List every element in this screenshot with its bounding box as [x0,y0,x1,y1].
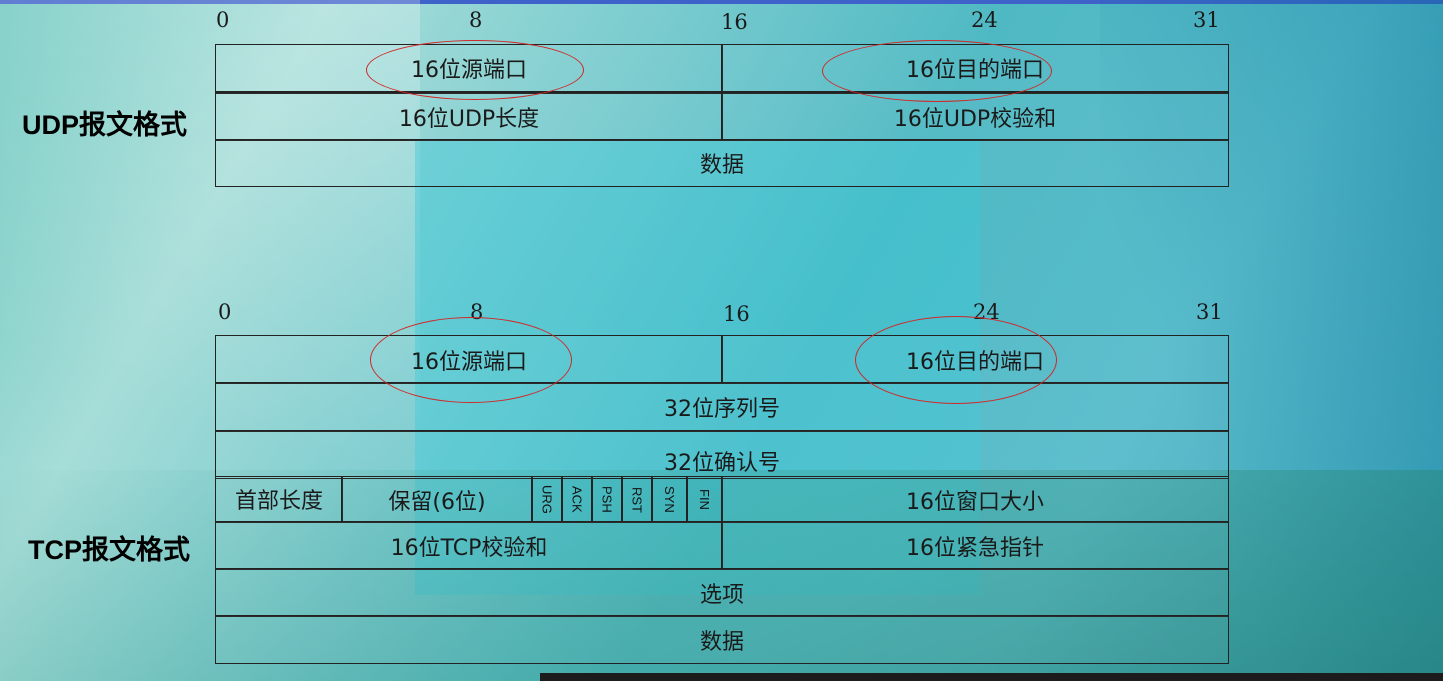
tcp-header-length-text: 首部长度 [234,489,323,514]
udp-data-field: 数据 [215,139,1229,187]
tcp-reserved-text: 保留(6位) [388,489,486,515]
tcp-ack-number-field: 32位确认号 [215,430,1229,479]
tcp-header-length-field: 首部长度 [215,476,343,523]
udp-tick-0: 0 [216,8,230,32]
tcp-data-text: 数据 [699,629,744,655]
udp-source-port-highlight [366,40,584,100]
tcp-flag-syn-text: SYN [662,486,677,513]
tcp-flag-psh-text: PSH [599,486,615,513]
tcp-tick-31: 31 [1196,300,1223,324]
tcp-flag-rst: RST [621,476,653,523]
udp-length-text: 16位UDP长度 [398,106,540,132]
tcp-flag-urg-text: URG [539,485,555,514]
background-shape [540,673,1443,681]
tcp-sequence-number-text: 32位序列号 [664,397,780,422]
tcp-flag-psh: PSH [591,476,623,523]
udp-tick-8: 8 [469,8,483,32]
tcp-format-label: TCP报文格式 [28,535,190,565]
tcp-ack-number-text: 32位确认号 [664,450,780,476]
udp-tick-16: 16 [721,10,748,34]
tcp-window-size-text: 16位窗口大小 [906,489,1044,515]
tcp-dest-port-highlight [855,316,1057,404]
tcp-data-field: 数据 [215,615,1229,664]
udp-data-text: 数据 [699,153,744,178]
tcp-window-size-field: 16位窗口大小 [721,476,1229,523]
tcp-urgent-pointer-field: 16位紧急指针 [721,521,1229,570]
tcp-source-port-highlight [370,317,572,403]
tcp-flag-ack: ACK [561,476,593,523]
tcp-flag-urg: URG [531,476,563,523]
tcp-options-field: 选项 [215,568,1229,617]
tcp-tick-16: 16 [723,302,750,326]
udp-checksum-text: 16位UDP校验和 [893,106,1057,132]
tcp-flag-syn: SYN [651,476,688,523]
tcp-reserved-field: 保留(6位) [341,476,533,523]
tcp-sequence-number-field: 32位序列号 [215,382,1229,432]
tcp-flag-ack-text: ACK [569,486,585,513]
tcp-flag-fin-text: FIN [697,489,712,510]
udp-dest-port-highlight [822,40,1052,102]
tcp-checksum-field: 16位TCP校验和 [215,521,723,570]
udp-format-label: UDP报文格式 [22,110,188,140]
top-accent-bar [0,0,1443,4]
udp-tick-24: 24 [971,8,998,32]
tcp-checksum-text: 16位TCP校验和 [390,535,548,561]
tcp-tick-0: 0 [218,300,232,324]
tcp-flag-rst-text: RST [629,486,645,513]
tcp-flag-fin: FIN [686,476,723,523]
udp-length-field: 16位UDP长度 [215,92,723,141]
udp-tick-31: 31 [1193,8,1220,32]
tcp-options-text: 选项 [699,582,744,608]
tcp-urgent-pointer-text: 16位紧急指针 [906,535,1044,561]
